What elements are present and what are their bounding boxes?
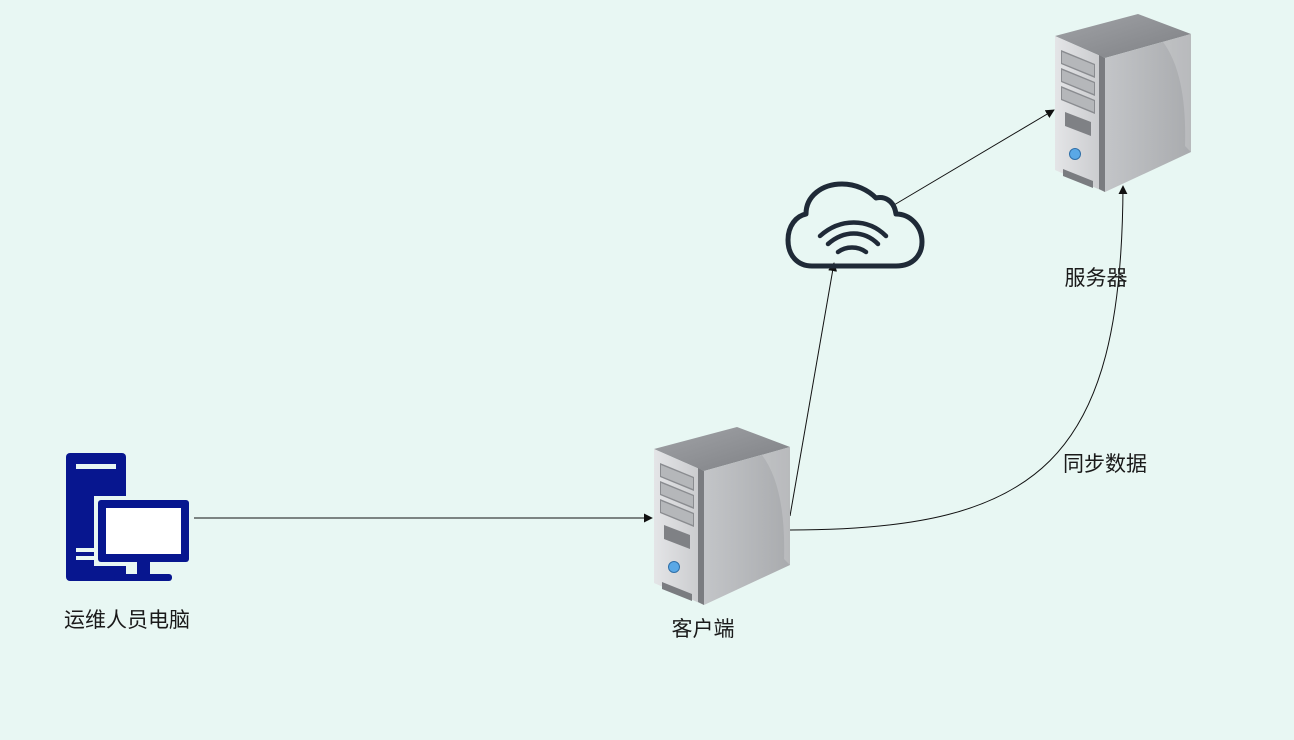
node-server[interactable]: 服务器 [1054, 14, 1192, 290]
server-tower-icon [653, 427, 791, 606]
edges [188, 109, 1128, 531]
node-label-server: 服务器 [1065, 266, 1128, 290]
node-ops-pc[interactable]: 运维人员电脑 [64, 453, 194, 632]
edge-client-to-cloud [789, 262, 838, 517]
edge-client-to-server-sync [789, 185, 1128, 531]
server-tower-icon [1054, 14, 1192, 193]
edge-cloud-to-server [893, 109, 1055, 206]
node-label-client: 客户端 [672, 617, 735, 641]
cloud-wifi-icon [785, 181, 925, 269]
desktop-computer-icon [66, 453, 194, 581]
node-client[interactable]: 客户端 [653, 427, 791, 641]
node-label-ops-pc: 运维人员电脑 [64, 608, 190, 632]
edge-label-sync-data: 同步数据 [1063, 452, 1147, 476]
node-cloud[interactable] [785, 181, 925, 269]
